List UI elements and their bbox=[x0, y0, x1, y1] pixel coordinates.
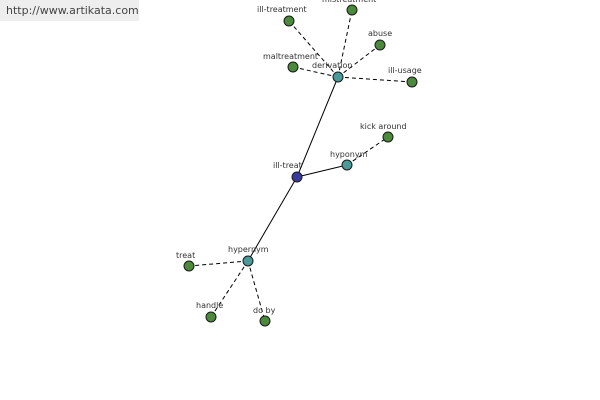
word-node-dot[interactable] bbox=[406, 76, 418, 88]
relation-node-label: hypernym bbox=[228, 245, 269, 254]
word-node-dot[interactable] bbox=[183, 260, 195, 272]
edge-hypernym-treat bbox=[188, 260, 249, 267]
word-node-handle[interactable]: handle bbox=[196, 301, 223, 323]
center-node-dot[interactable] bbox=[291, 171, 303, 183]
word-node-label: do by bbox=[253, 306, 276, 315]
relation-node-label: hyponym bbox=[330, 150, 368, 159]
edge-derivation-ill-usage bbox=[337, 76, 413, 83]
relation-node-hyponym[interactable]: hyponym bbox=[330, 150, 368, 171]
word-node-maltreatment[interactable]: maltreatment bbox=[263, 52, 318, 73]
edge-center-hypernym bbox=[247, 176, 298, 262]
word-node-label: treat bbox=[176, 251, 195, 260]
relation-node-hypernym[interactable]: hypernym bbox=[228, 245, 269, 267]
word-node-dot[interactable] bbox=[205, 311, 217, 323]
site-watermark[interactable]: http://www.artikata.com bbox=[0, 0, 139, 21]
word-node-label: mistreatment bbox=[322, 0, 376, 4]
word-node-dot[interactable] bbox=[382, 131, 394, 143]
center-node-label: ill-treat bbox=[273, 161, 302, 170]
word-node-treat[interactable]: treat bbox=[176, 251, 195, 272]
edge-center-hyponym bbox=[296, 164, 348, 178]
relation-node-dot[interactable] bbox=[242, 255, 254, 267]
relation-node-label: derivation bbox=[312, 61, 352, 70]
word-node-do-by[interactable]: do by bbox=[253, 306, 276, 327]
word-node-kick-around[interactable]: kick around bbox=[360, 122, 407, 143]
edge-derivation-mistreatment bbox=[337, 9, 353, 78]
edge-hypernym-do-by bbox=[247, 260, 266, 322]
word-node-dot[interactable] bbox=[287, 61, 299, 73]
word-node-label: maltreatment bbox=[263, 52, 318, 61]
word-node-dot[interactable] bbox=[374, 39, 386, 51]
word-node-dot[interactable] bbox=[346, 4, 358, 16]
word-node-ill-usage[interactable]: ill-usage bbox=[388, 66, 422, 88]
word-node-dot[interactable] bbox=[259, 315, 271, 327]
word-node-label: ill-usage bbox=[388, 66, 422, 75]
relation-node-dot[interactable] bbox=[341, 159, 353, 171]
word-node-abuse[interactable]: abuse bbox=[368, 29, 392, 51]
word-node-label: kick around bbox=[360, 122, 407, 131]
word-node-label: handle bbox=[196, 301, 223, 310]
edge-derivation-ill-treatment bbox=[288, 20, 339, 78]
word-node-mistreatment[interactable]: mistreatment bbox=[322, 0, 376, 16]
edge-derivation-maltreatment bbox=[292, 66, 339, 78]
word-node-ill-treatment[interactable]: ill-treatment bbox=[257, 5, 307, 27]
word-node-label: abuse bbox=[368, 29, 392, 38]
edge-hyponym-kick-around bbox=[346, 136, 389, 166]
edge-derivation-abuse bbox=[337, 44, 381, 78]
center-node[interactable]: ill-treat bbox=[273, 161, 303, 183]
word-node-label: ill-treatment bbox=[257, 5, 307, 14]
edge-center-derivation bbox=[296, 76, 339, 178]
relation-node-dot[interactable] bbox=[332, 71, 344, 83]
relation-node-derivation[interactable]: derivation bbox=[312, 61, 352, 83]
word-node-dot[interactable] bbox=[283, 15, 295, 27]
